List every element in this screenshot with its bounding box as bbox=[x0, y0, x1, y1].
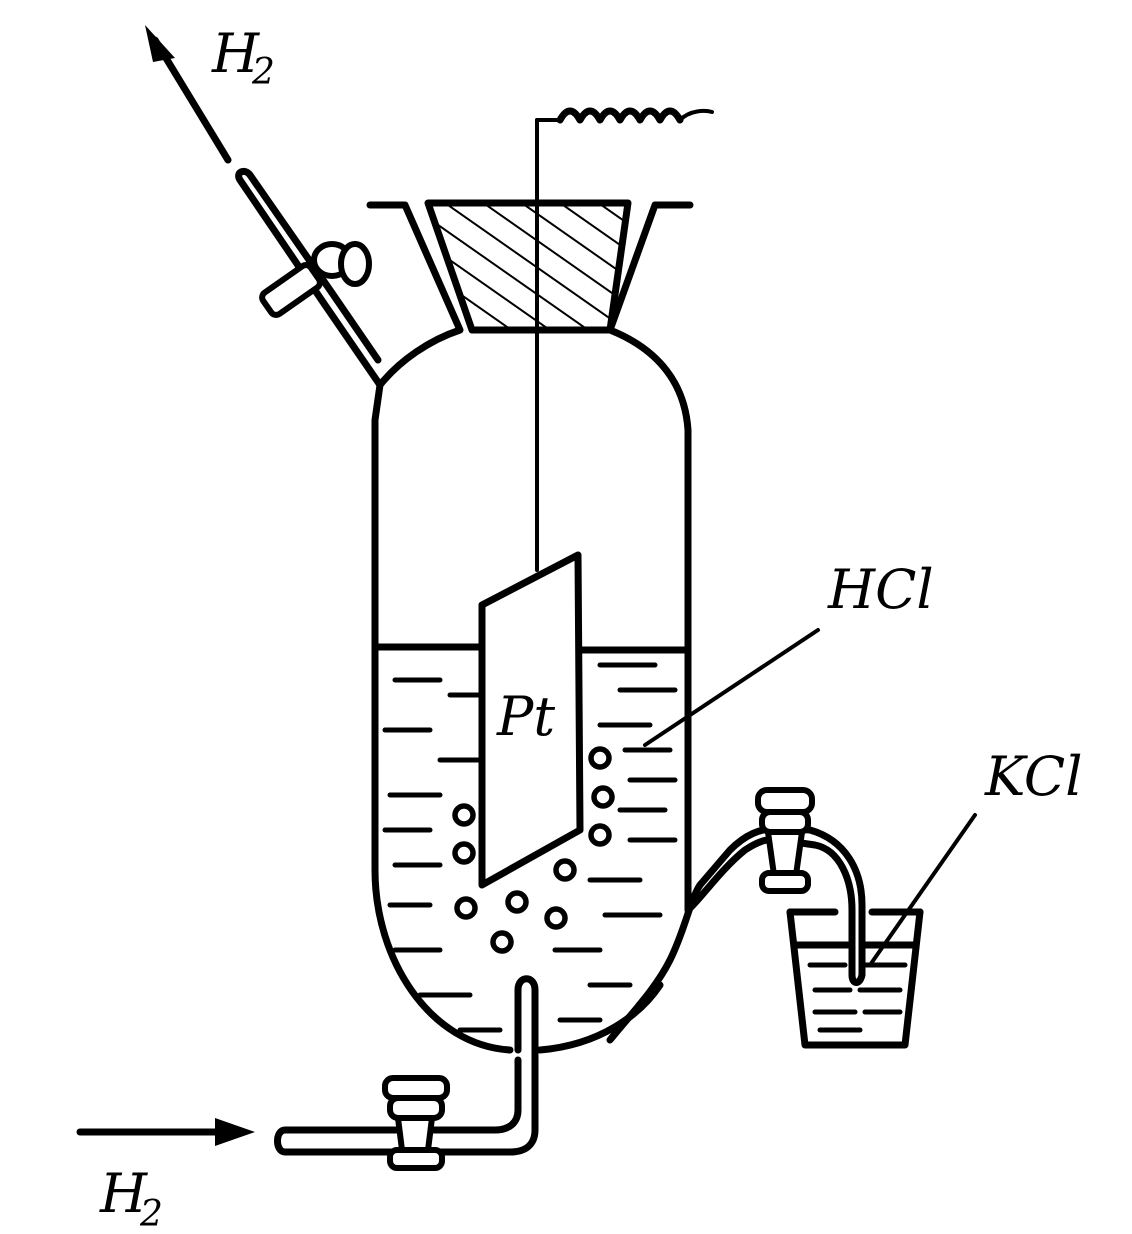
gas-inlet-tube bbox=[274, 975, 539, 1171]
stopper bbox=[424, 199, 632, 334]
kcl-label: KCl bbox=[984, 745, 1082, 808]
electrode-label: Pt bbox=[496, 685, 555, 748]
h2-outlet-arrow: H 2 bbox=[145, 22, 275, 164]
kcl-beaker bbox=[786, 908, 924, 1049]
lead-wire bbox=[535, 107, 714, 572]
hcl-solution bbox=[371, 643, 692, 1033]
h2-outlet-subscript: 2 bbox=[251, 52, 275, 93]
hcl-label-group: HCl bbox=[643, 558, 934, 747]
platinum-electrode: Pt bbox=[478, 551, 584, 889]
hcl-label: HCl bbox=[827, 558, 934, 621]
h2-inlet-arrow: H 2 bbox=[76, 1118, 255, 1234]
gas-outlet-tube bbox=[235, 167, 384, 389]
salt-bridge bbox=[606, 787, 866, 1044]
kcl-label-group: KCl bbox=[868, 745, 1082, 967]
h2-outlet-label: H bbox=[211, 22, 260, 85]
h2-inlet-subscript: 2 bbox=[139, 1194, 163, 1234]
h2-inlet-label: H bbox=[99, 1162, 148, 1225]
